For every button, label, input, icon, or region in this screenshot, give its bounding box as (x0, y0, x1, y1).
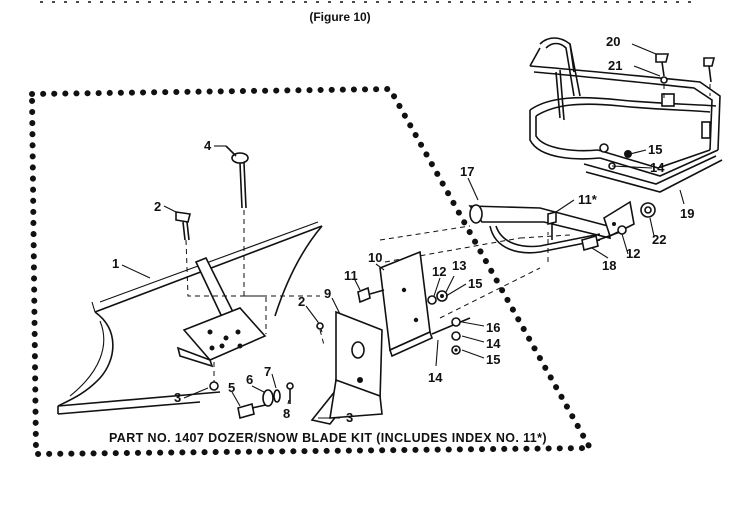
callout-2a: 2 (154, 199, 161, 214)
callout-15a: 15 (468, 276, 482, 291)
callout-9: 9 (324, 286, 331, 301)
callout-16: 16 (486, 320, 500, 335)
tractor-frame (529, 37, 723, 193)
leader-lines (121, 43, 685, 419)
callout-12a: 12 (432, 264, 446, 279)
callout-4: 4 (204, 138, 212, 153)
figure-title: (Figure 10) (309, 10, 370, 24)
callout-2b: 2 (298, 294, 305, 309)
callout-18: 18 (602, 258, 616, 273)
dozer-blade (57, 221, 323, 415)
plate-10 (379, 250, 471, 358)
callout-14b: 14 (486, 336, 501, 351)
hardware-lower (209, 321, 341, 422)
bolt-11a (357, 286, 385, 304)
callout-3a: 3 (174, 390, 181, 405)
callout-3b: 3 (346, 410, 353, 425)
washers-12-13 (427, 290, 448, 305)
callout-5: 5 (228, 380, 235, 395)
callout-7: 7 (264, 364, 271, 379)
bolt-20-21 (655, 53, 716, 100)
callout-22: 22 (652, 232, 666, 247)
callout-15b: 15 (486, 352, 500, 367)
callout-19: 19 (680, 206, 694, 221)
callout-11a: 11 (344, 268, 358, 283)
hardware-stack (451, 317, 461, 355)
callout-12b: 12 (626, 246, 640, 261)
callout-11b: 11* (578, 192, 598, 207)
callout-14c: 14 (650, 160, 665, 175)
bolt-2a (175, 211, 191, 241)
hitch-bar (468, 200, 635, 254)
callout-6: 6 (246, 372, 253, 387)
callout-20: 20 (606, 34, 620, 49)
callout-1: 1 (112, 256, 119, 271)
hitch-pin (225, 145, 249, 209)
callout-labels: 1 2 2 3 3 4 5 6 7 8 9 10 11 11* 12 12 13… (112, 34, 694, 425)
kit-caption: PART NO. 1407 DOZER/SNOW BLADE KIT (INCL… (109, 431, 547, 445)
callout-10: 10 (368, 250, 382, 265)
callout-13: 13 (452, 258, 466, 273)
kit-boundary (28, 85, 596, 458)
bracket-9 (310, 310, 383, 425)
callout-21: 21 (608, 58, 622, 73)
callout-14a: 14 (428, 370, 443, 385)
bolt-18 (547, 202, 656, 252)
callout-8: 8 (283, 406, 290, 421)
callout-17: 17 (460, 164, 474, 179)
callout-15c: 15 (648, 142, 662, 157)
